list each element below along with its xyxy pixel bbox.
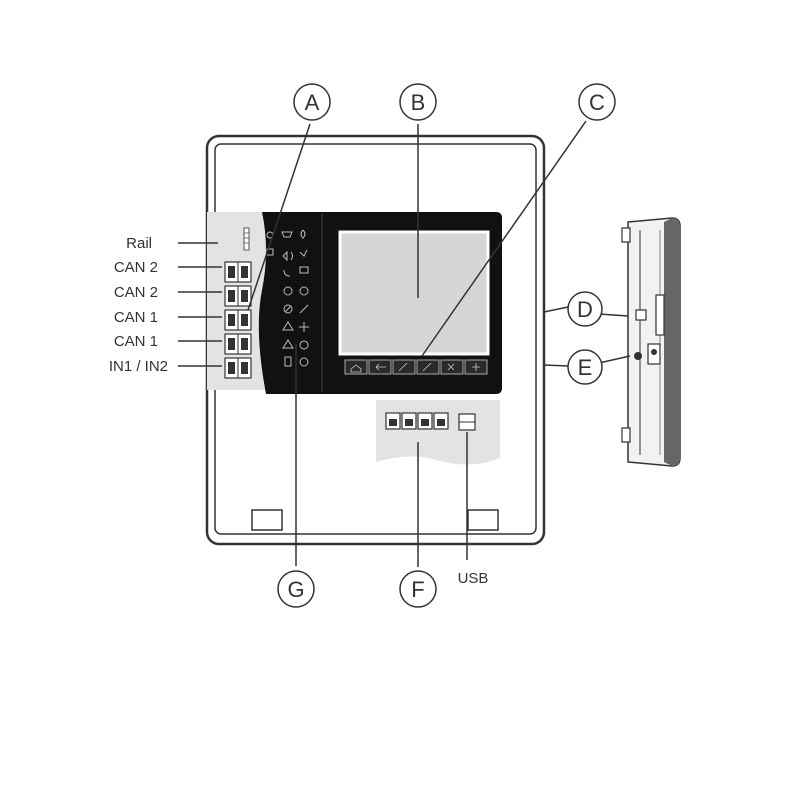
- connector-labels: Rail CAN 2 CAN 2 CAN 1 CAN 1 IN1 / IN2: [109, 235, 168, 375]
- callout-e: E: [567, 349, 603, 385]
- led-icon: [283, 304, 293, 314]
- terminal-block-can1-b: [224, 333, 252, 355]
- label-rail: Rail: [126, 235, 152, 252]
- back-arrow-icon: [375, 363, 386, 371]
- led-icon: [299, 249, 308, 257]
- side-view: [621, 217, 681, 467]
- terminal-block-can2-b: [224, 285, 252, 307]
- housing-tab-right: [467, 509, 499, 531]
- label-can1-b: CAN 1: [114, 333, 158, 350]
- led-icon: [300, 229, 306, 239]
- softkey-5[interactable]: [440, 359, 464, 375]
- led-icon: [299, 357, 309, 367]
- callout-f-label: F: [411, 577, 424, 602]
- side-usb-port: [635, 309, 647, 321]
- led-indicator-panel: [266, 229, 309, 367]
- callout-b-label: B: [411, 90, 426, 115]
- callout-d-label: D: [577, 297, 593, 322]
- bottom-connector-area: [376, 400, 500, 465]
- callout-f: F: [399, 570, 437, 608]
- callout-c: C: [578, 83, 616, 121]
- move-icon: [472, 363, 480, 371]
- key-icon: [422, 362, 432, 372]
- led-icon: [283, 286, 293, 296]
- callout-e-label: E: [578, 355, 593, 380]
- callout-b: B: [399, 83, 437, 121]
- leader-lines: [178, 120, 631, 567]
- led-icon: [282, 250, 293, 262]
- callout-a-label: A: [305, 90, 320, 115]
- callout-g: G: [277, 570, 315, 608]
- softkey-4[interactable]: [416, 359, 440, 375]
- led-icon: [299, 322, 309, 332]
- callout-g-label: G: [287, 577, 304, 602]
- side-button-e: [634, 352, 642, 360]
- led-icon: [284, 356, 292, 367]
- led-icon: [282, 339, 294, 349]
- rail-terminal: [243, 227, 250, 251]
- label-can2-a: CAN 2: [114, 259, 158, 276]
- home-icon: [350, 364, 362, 373]
- softkey-row: [344, 359, 488, 375]
- housing-tab-left: [251, 509, 283, 531]
- callout-a: A: [293, 83, 331, 121]
- key-icon: [398, 362, 408, 372]
- usb-port[interactable]: [458, 413, 476, 431]
- led-icon: [282, 321, 294, 331]
- label-can2-b: CAN 2: [114, 284, 158, 301]
- led-icon: [284, 305, 292, 313]
- terminal-block-can1-a: [224, 309, 252, 331]
- terminal-block-in1-in2: [224, 357, 252, 379]
- softkey-3[interactable]: [392, 359, 416, 375]
- led-icon: [299, 304, 309, 314]
- led-icon: [283, 269, 291, 277]
- terminal-area: [207, 212, 266, 390]
- cross-icon: [447, 363, 455, 371]
- led-icon: [281, 231, 293, 238]
- connector-block-f: [385, 412, 449, 430]
- label-usb: USB: [458, 570, 489, 587]
- led-icon: [299, 266, 309, 274]
- lcd-display: [338, 230, 490, 356]
- label-can1-a: CAN 1: [114, 309, 158, 326]
- callout-c-label: C: [589, 90, 605, 115]
- callout-d: D: [567, 291, 603, 327]
- terminal-block-can2-a: [224, 261, 252, 283]
- softkey-home[interactable]: [344, 359, 368, 375]
- label-in1-in2: IN1 / IN2: [109, 358, 168, 375]
- led-icon: [299, 286, 309, 296]
- side-connector: [647, 343, 661, 365]
- led-icon: [299, 340, 309, 350]
